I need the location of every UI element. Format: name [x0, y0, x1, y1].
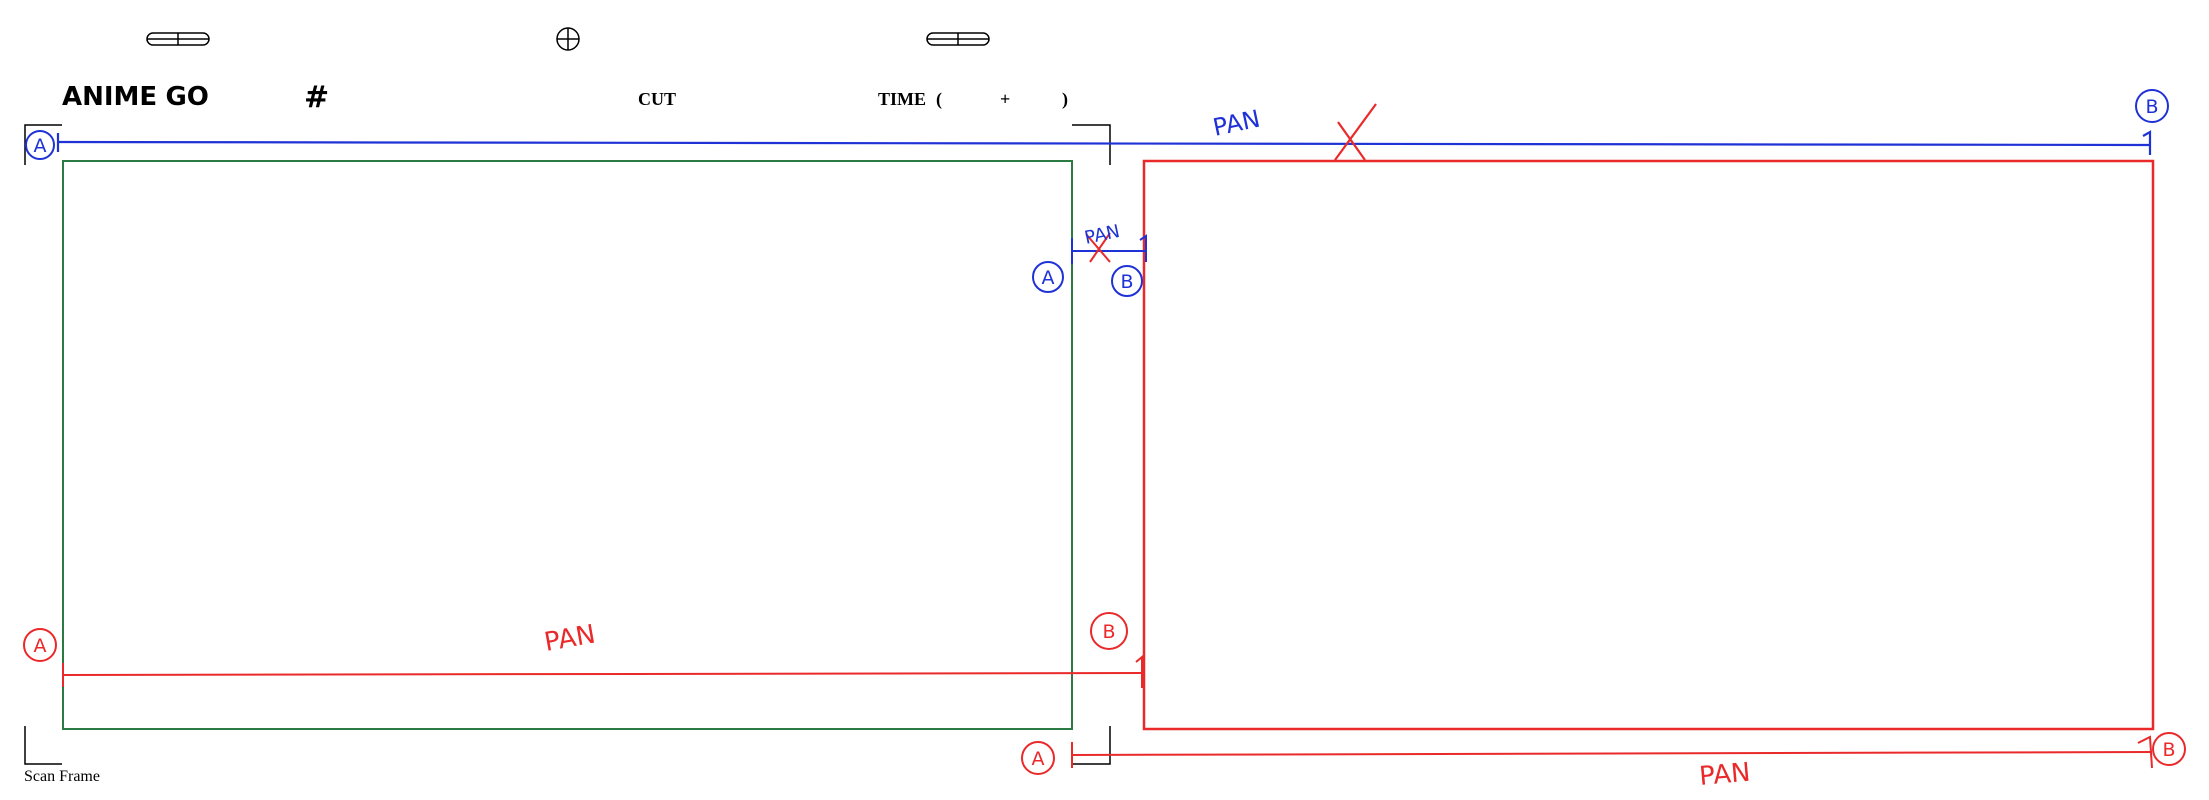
marker-b-bottom-label: B [2162, 739, 2175, 761]
marker-a-middle [1032, 261, 1064, 293]
end-frame [1142, 159, 2155, 731]
scan-frame-label: Scan Frame [24, 768, 100, 785]
crop-marks [24, 124, 1111, 765]
marker-b-top-label: B [2145, 96, 2158, 118]
time-paren-open: ( [936, 89, 942, 109]
marker-a-middle-label: A [1042, 267, 1055, 289]
marker-a-top-label: A [34, 135, 47, 157]
time-label: TIME [878, 89, 927, 109]
marker-b-middle-label: B [1120, 271, 1133, 293]
marker-b-middle [1111, 265, 1143, 297]
time-plus: + [1000, 89, 1011, 109]
marker-a-bottom [1021, 741, 1055, 775]
middle-pan-cross-out [1085, 232, 1111, 263]
middle-pan-arrow [1071, 234, 1147, 264]
slot-icon [146, 32, 210, 46]
marker-a-lower [23, 628, 57, 662]
brand-title: ANIME GO [62, 82, 209, 112]
bottom-pan-label: PAN [1698, 758, 1752, 792]
marker-b-lower [1090, 612, 1128, 650]
time-paren-close: ) [1062, 89, 1068, 109]
start-frame [62, 160, 1073, 730]
marker-b-lower-label: B [1102, 621, 1115, 643]
marker-a-top [25, 130, 55, 160]
marker-a-lower-label: A [34, 635, 47, 657]
cut-label: CUT [638, 89, 677, 109]
top-pan-label: PAN [1210, 105, 1262, 142]
bottom-pan-arrow [1071, 735, 2153, 769]
middle-pan-label: PAN [1083, 221, 1122, 249]
lower-pan-label: PAN [542, 619, 598, 657]
marker-a-bottom-label: A [1032, 748, 1045, 770]
slot-icon [926, 32, 990, 46]
brand-title-go: GO [165, 82, 209, 112]
marker-b-top [2135, 89, 2169, 123]
lower-pan-arrow [62, 654, 1143, 688]
scene-number-label: # [304, 80, 330, 115]
point-markers [23, 89, 2186, 775]
brand-title-anime: ANIME [62, 82, 158, 112]
registration-crosshair-icon [556, 27, 580, 51]
top-pan-cross-out [1334, 103, 1377, 161]
top-pan-arrow [56, 130, 2152, 155]
marker-b-bottom [2152, 732, 2186, 766]
